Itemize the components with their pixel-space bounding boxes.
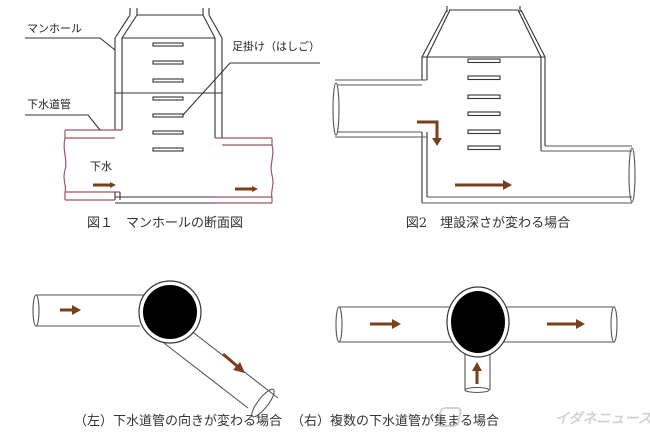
figure-direction-change [32, 280, 279, 418]
figure-pipes-merge [335, 286, 618, 394]
label-steps: 足掛け（はしご） [232, 39, 320, 53]
caption-right: （右）複数の下水道管が集まる場合 [291, 413, 499, 429]
caption-figure-2: 図2 埋設深さが変わる場合 [406, 215, 570, 231]
watermark-logo: イダネニュース [437, 407, 650, 427]
pipe-leader-line [25, 114, 101, 131]
sewer-pipe [63, 129, 274, 204]
caption-figure-1: 図１ マンホールの断面図 [87, 216, 243, 231]
flow-arrow-icon [235, 186, 258, 192]
flow-arrow-icon [547, 319, 585, 329]
flow-arrow-down-icon [417, 120, 442, 146]
flow-arrow-icon [60, 305, 81, 315]
watermark-text: イダネニュース [555, 410, 650, 427]
flow-arrow-icon [93, 182, 116, 188]
caption-left: （左）下水道管の向きが変わる場合 [74, 413, 282, 429]
figure-1-manhole-cross-section: マンホール 足掛け（はしご） 下水道管 下水 図１ マンホールの断面図 [25, 8, 320, 231]
ladder-rungs [152, 42, 184, 152]
flow-arrow-icon [455, 180, 512, 190]
figure-2-depth-change: 図2 埋設深さが変わる場合 [332, 6, 636, 231]
ladder-rungs [467, 58, 501, 151]
label-sewage: 下水 [90, 160, 112, 173]
manhole-leader-line [25, 37, 116, 51]
flow-arrow-icon [370, 319, 401, 329]
flow-arrow-up-icon [472, 362, 482, 384]
flow-arrow-icon [222, 352, 245, 373]
label-sewer-pipe: 下水道管 [27, 97, 71, 111]
label-manhole: マンホール [27, 22, 82, 35]
steps-leader-line [182, 62, 320, 116]
